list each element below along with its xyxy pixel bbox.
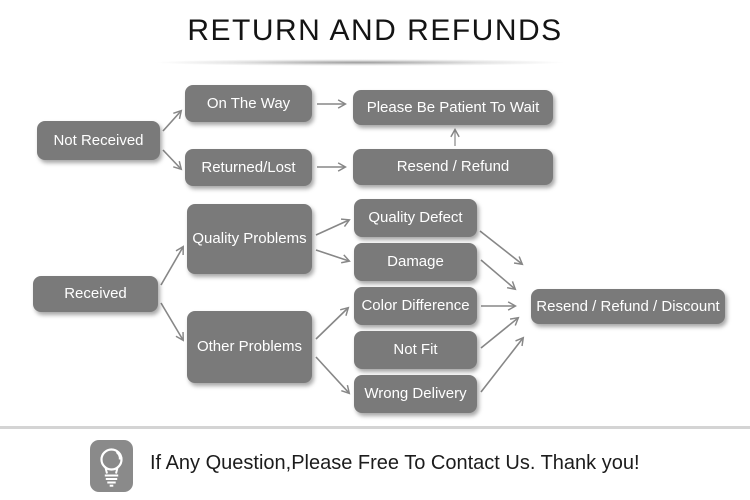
node-resend-refund-discount: Resend / Refund / Discount [531, 289, 725, 324]
node-not-received: Not Received [37, 121, 160, 160]
arrow-received-to-quality-problems [160, 245, 184, 286]
footer-divider [0, 426, 750, 429]
arrow-quality-defect-to-discount [479, 230, 524, 266]
node-on-the-way: On The Way [185, 85, 312, 122]
lightbulb-icon [90, 440, 133, 492]
footer-message: If Any Question,Please Free To Contact U… [150, 452, 640, 474]
arrow-damage-to-discount [480, 259, 517, 291]
node-resend-refund: Resend / Refund [353, 149, 553, 185]
title-underline [155, 59, 565, 66]
arrow-other-problems-to-wrong-delivery [315, 356, 351, 395]
arrow-quality-problems-to-quality-defect [315, 218, 351, 236]
arrow-not-received-to-returned-lost [162, 149, 183, 171]
node-other-problems: Other Problems [187, 311, 312, 383]
node-returned-lost: Returned/Lost [185, 149, 312, 186]
arrow-not-fit-to-discount [480, 316, 520, 349]
arrow-other-problems-to-color-difference [315, 306, 350, 340]
arrow-not-received-to-on-the-way [162, 109, 183, 132]
node-please-wait: Please Be Patient To Wait [353, 90, 553, 125]
node-quality-problems: Quality Problems [187, 204, 312, 274]
node-quality-defect: Quality Defect [354, 199, 477, 237]
arrow-received-to-other-problems [160, 302, 184, 342]
node-color-difference: Color Difference [354, 287, 477, 325]
node-damage: Damage [354, 243, 477, 281]
node-wrong-delivery: Wrong Delivery [354, 375, 477, 413]
page-title: RETURN AND REFUNDS [187, 14, 563, 47]
arrow-wrong-delivery-to-discount [480, 336, 525, 393]
node-not-fit: Not Fit [354, 331, 477, 369]
node-received: Received [33, 276, 158, 312]
arrow-quality-problems-to-damage [315, 249, 351, 264]
